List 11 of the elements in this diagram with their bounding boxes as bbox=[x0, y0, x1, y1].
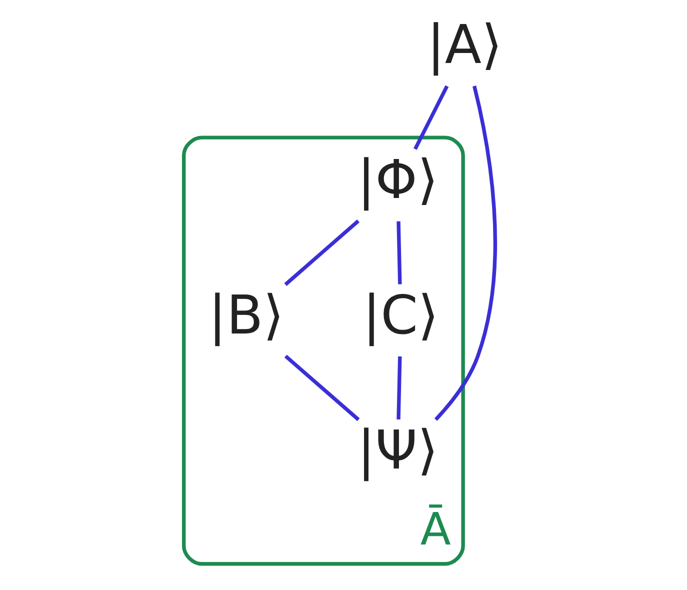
node-text: |Ψ⟩ bbox=[357, 418, 438, 482]
connector bbox=[414, 85, 449, 150]
node-text: |A⟩ bbox=[426, 12, 502, 76]
node-text: |B⟩ bbox=[208, 283, 284, 346]
node-text: |C⟩ bbox=[362, 283, 439, 346]
connector bbox=[396, 356, 402, 420]
connector bbox=[396, 221, 402, 284]
connector bbox=[434, 86, 497, 421]
connector bbox=[284, 220, 360, 286]
connector bbox=[284, 354, 360, 422]
node-text: |Φ⟩ bbox=[357, 148, 438, 212]
